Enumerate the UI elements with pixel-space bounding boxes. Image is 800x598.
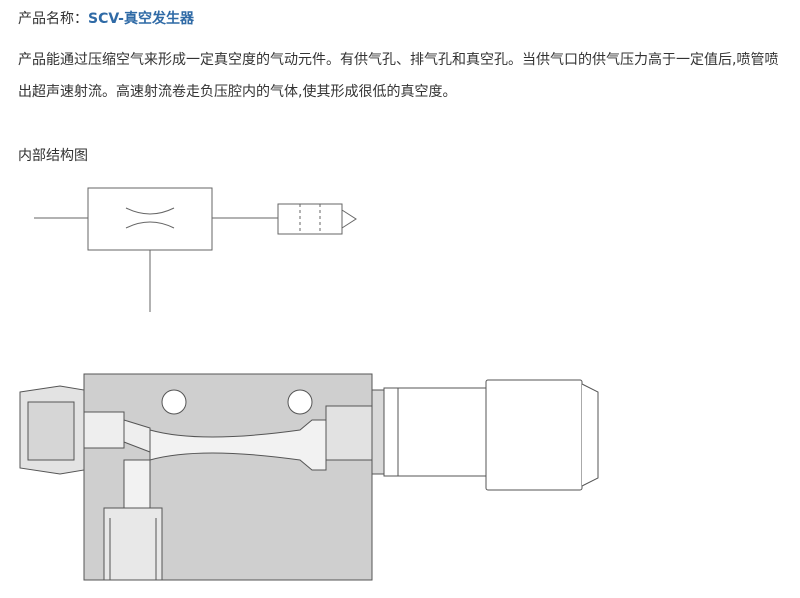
vacuum-channel	[123, 459, 151, 509]
vacuum-fitting	[103, 507, 163, 581]
silencer-arrow	[341, 209, 357, 229]
silencer-symbol	[277, 203, 343, 235]
product-name-label: 产品名称：	[18, 11, 88, 27]
product-name-value: SCV-真空发生器	[88, 11, 194, 27]
mounting-hole-left	[161, 389, 187, 415]
exhaust-port-insert	[325, 405, 373, 461]
diffuser-channel	[149, 419, 327, 471]
mounting-hole-right	[287, 389, 313, 415]
product-title: 产品名称：SCV-真空发生器	[18, 8, 194, 30]
nozzle-upper-curve	[125, 207, 175, 215]
product-description: 产品能通过压缩空气来形成一定真空度的气动元件。有供气孔、排气孔和真空孔。当供气口…	[18, 52, 779, 100]
nozzle-lower-curve	[125, 221, 175, 229]
silencer-cap	[485, 379, 583, 491]
internal-structure-label: 内部结构图	[18, 148, 88, 164]
nozzle-insert	[83, 411, 125, 449]
nozzle-tip	[123, 419, 151, 453]
silencer-body	[383, 387, 487, 477]
